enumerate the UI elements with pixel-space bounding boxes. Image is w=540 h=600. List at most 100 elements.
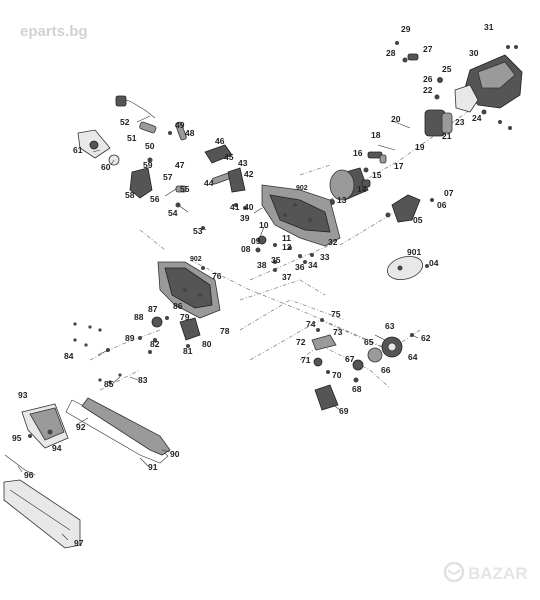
callout-74: 74	[306, 319, 316, 329]
callout-38: 38	[257, 260, 267, 270]
callout-85: 85	[104, 379, 114, 389]
callout-20: 20	[391, 114, 401, 124]
sprocket-cover-and-bar	[3, 397, 171, 549]
callout-57: 57	[163, 172, 173, 182]
callout-29: 29	[401, 24, 411, 34]
callout-12: 12	[282, 242, 292, 252]
callout-44: 44	[204, 178, 214, 188]
callout-901: 901	[407, 247, 421, 257]
callout-56: 56	[150, 194, 160, 204]
callout-62: 62	[421, 333, 431, 343]
callout-08: 08	[241, 244, 251, 254]
callout-10: 10	[259, 220, 269, 230]
callout-65: 65	[364, 337, 374, 347]
callout-88: 88	[134, 312, 144, 322]
callout-90: 90	[170, 449, 180, 459]
callout-27: 27	[423, 44, 433, 54]
callout-73: 73	[333, 327, 343, 337]
callout-34: 34	[308, 260, 318, 270]
callout-86: 86	[173, 301, 183, 311]
callout-39: 39	[240, 213, 250, 223]
callout-16: 16	[353, 148, 363, 158]
callout-05: 05	[413, 215, 423, 225]
callout-32: 32	[328, 237, 338, 247]
callout-63: 63	[385, 321, 395, 331]
callout-59: 59	[143, 160, 153, 170]
callout-11: 11	[282, 233, 291, 243]
callout-52: 52	[120, 117, 130, 127]
callout-58: 58	[125, 190, 135, 200]
callout-07: 07	[444, 188, 454, 198]
callout-18: 18	[371, 130, 381, 140]
callout-36: 36	[295, 262, 305, 272]
callout-64: 64	[408, 352, 418, 362]
callout-13: 13	[337, 195, 347, 205]
callout-89: 89	[125, 333, 135, 343]
callout-78: 78	[220, 326, 230, 336]
right-housing-half	[261, 184, 341, 247]
callout-46: 46	[215, 136, 225, 146]
callout-93: 93	[18, 390, 28, 400]
oil-pump-and-sprocket	[106, 316, 414, 411]
callout-71: 71	[301, 355, 311, 365]
callout-81: 81	[183, 346, 193, 356]
callout-80: 80	[202, 339, 212, 349]
cable-and-switch-parts	[77, 95, 247, 230]
callout-82: 82	[150, 339, 160, 349]
callout-83: 83	[138, 375, 148, 385]
callout-42: 42	[244, 169, 254, 179]
tensioner-cover-parts	[385, 194, 434, 281]
logo-text: BAZAR	[468, 564, 528, 583]
callout-23: 23	[455, 117, 465, 127]
callout-14: 14	[357, 184, 367, 194]
callout-17: 17	[394, 161, 404, 171]
callout-45: 45	[224, 152, 234, 162]
callout-49: 49	[175, 120, 185, 130]
callout-70: 70	[332, 370, 342, 380]
callout-28: 28	[386, 48, 396, 58]
callout-79: 79	[180, 312, 190, 322]
callout-31: 31	[484, 22, 494, 32]
callout-35: 35	[271, 255, 281, 265]
callout-96: 96	[24, 470, 34, 480]
callout-95: 95	[12, 433, 22, 443]
callout-51: 51	[127, 133, 137, 143]
callout-902-upper: 902	[296, 185, 308, 192]
callout-55: 55	[180, 184, 190, 194]
callout-43: 43	[238, 158, 248, 168]
callout-902-lower: 902	[190, 256, 202, 263]
callout-21: 21	[442, 131, 452, 141]
callout-33: 33	[320, 252, 330, 262]
callout-87: 87	[148, 304, 158, 314]
left-housing-half	[157, 261, 221, 319]
callout-61: 61	[73, 145, 83, 155]
callout-09: 09	[251, 236, 261, 246]
callout-25: 25	[442, 64, 452, 74]
callout-72: 72	[296, 337, 306, 347]
callout-67: 67	[345, 354, 355, 364]
callout-48: 48	[185, 128, 195, 138]
callout-22: 22	[423, 85, 433, 95]
callout-labels: 29 31 28 27 30 25 26 22 20 23 24 21 18 1…	[12, 22, 494, 548]
callout-26: 26	[423, 74, 433, 84]
leader-lines	[17, 115, 419, 541]
callout-40: 40	[244, 202, 254, 212]
screws-row	[73, 322, 122, 384]
callout-06: 06	[437, 200, 447, 210]
fasteners-cluster	[255, 235, 314, 272]
callout-53: 53	[193, 226, 203, 236]
callout-60: 60	[101, 162, 111, 172]
callout-91: 91	[148, 462, 158, 472]
callout-19: 19	[415, 142, 425, 152]
callout-47: 47	[175, 160, 185, 170]
callout-37: 37	[282, 272, 292, 282]
callout-76: 76	[212, 271, 222, 281]
motor-housing-assembly	[377, 41, 523, 151]
callout-92: 92	[76, 422, 86, 432]
callout-30: 30	[469, 48, 479, 58]
bazar-logo: BAZAR	[443, 561, 528, 583]
callout-50: 50	[145, 141, 155, 151]
callout-54: 54	[168, 208, 178, 218]
callout-41: 41	[230, 202, 240, 212]
